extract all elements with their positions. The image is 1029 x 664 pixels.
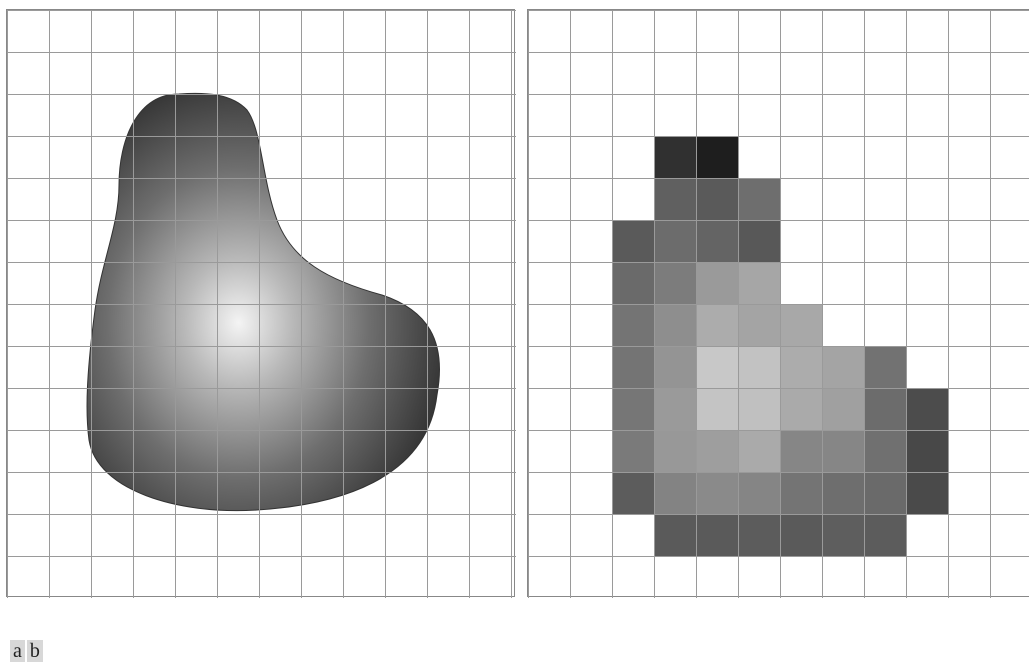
quantized-pixel — [822, 514, 864, 556]
quantized-pixel — [738, 514, 780, 556]
quantized-pixel — [738, 304, 780, 346]
quantized-pixel — [612, 220, 654, 262]
quantized-pixel — [696, 262, 738, 304]
subfigure-label-a: a — [10, 640, 25, 662]
quantized-pixel — [696, 220, 738, 262]
quantized-pixel — [780, 514, 822, 556]
quantized-pixel — [864, 430, 906, 472]
quantized-pixel — [822, 346, 864, 388]
quantized-pixel — [696, 388, 738, 430]
quantized-pixel — [780, 472, 822, 514]
quantized-pixel — [612, 472, 654, 514]
quantized-pixel — [654, 304, 696, 346]
quantized-pixel — [864, 346, 906, 388]
quantized-pixel — [864, 388, 906, 430]
quantized-pixel — [612, 346, 654, 388]
quantized-pixel — [738, 220, 780, 262]
quantized-pixel — [654, 220, 696, 262]
quantized-pixel — [738, 430, 780, 472]
quantized-pixel — [822, 388, 864, 430]
quantized-pixel — [738, 346, 780, 388]
quantized-pixel — [696, 430, 738, 472]
quantized-pixel — [654, 388, 696, 430]
quantized-pixel — [654, 514, 696, 556]
quantized-pixel — [738, 472, 780, 514]
quantized-pixel — [906, 472, 948, 514]
quantized-pixel — [738, 178, 780, 220]
continuous-image-svg — [7, 10, 516, 598]
quantized-pixel — [738, 262, 780, 304]
quantized-pixel — [696, 136, 738, 178]
quantized-pixel — [654, 430, 696, 472]
subfigure-labels: a b — [10, 640, 43, 662]
quantized-pixel — [654, 346, 696, 388]
quantized-pixel — [654, 178, 696, 220]
quantized-pixel — [612, 430, 654, 472]
quantized-pixel — [696, 514, 738, 556]
quantized-pixel — [780, 388, 822, 430]
quantized-pixel — [822, 472, 864, 514]
subfigure-label-b: b — [27, 640, 43, 662]
quantized-pixel — [780, 346, 822, 388]
continuous-image-panel — [6, 9, 515, 597]
quantized-pixel — [864, 514, 906, 556]
sampled-image-panel — [527, 9, 1029, 597]
quantized-pixel — [906, 430, 948, 472]
quantized-pixel — [696, 472, 738, 514]
quantized-pixel — [906, 388, 948, 430]
quantized-pixel — [612, 262, 654, 304]
quantized-pixel — [654, 262, 696, 304]
quantized-pixel — [654, 472, 696, 514]
quantized-pixel — [780, 430, 822, 472]
quantized-pixel — [822, 430, 864, 472]
quantized-pixel — [612, 388, 654, 430]
quantized-pixel — [612, 304, 654, 346]
quantized-pixel — [864, 472, 906, 514]
quantized-pixel — [654, 136, 696, 178]
quantized-pixel — [696, 178, 738, 220]
quantized-pixel — [696, 346, 738, 388]
sampled-image-svg — [528, 10, 1029, 598]
continuous-object-blob — [87, 93, 440, 510]
quantized-pixel — [696, 304, 738, 346]
quantized-pixel — [780, 304, 822, 346]
quantized-pixel — [738, 388, 780, 430]
